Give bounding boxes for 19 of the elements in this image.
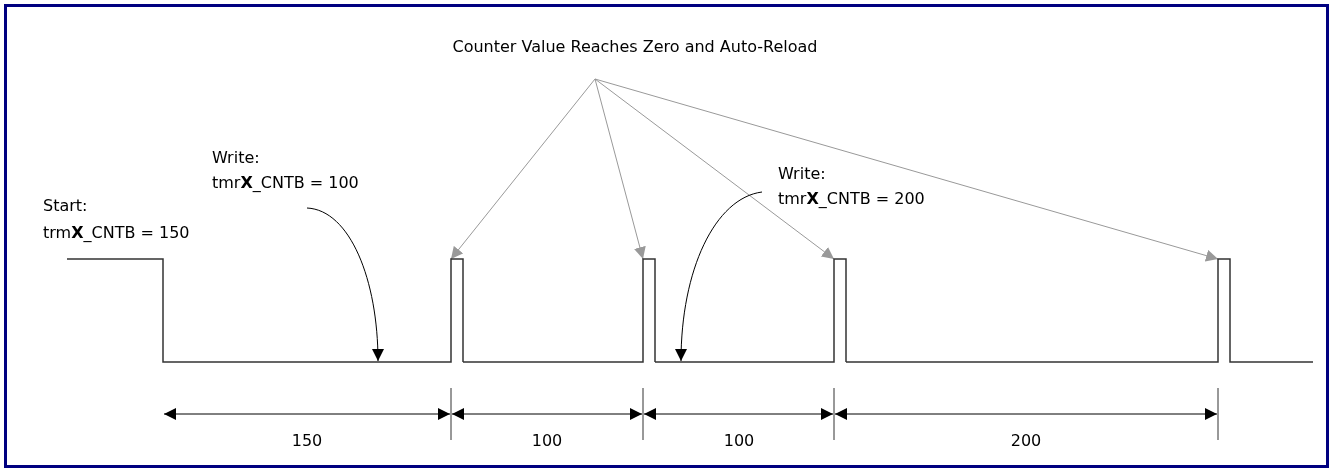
waveform-segment xyxy=(67,259,463,362)
annotation-text: Start: xyxy=(43,195,88,217)
curved-arrow xyxy=(306,207,384,362)
leader-arrow xyxy=(594,78,646,260)
dimension-value: 150 xyxy=(291,430,323,452)
waveform-segment xyxy=(463,259,655,362)
annotation-text: Write: tmrX_CNTB = 200 xyxy=(762,161,952,213)
curved-arrow xyxy=(675,191,763,362)
annotation-text: Counter Value Reaches Zero and Auto-Reload xyxy=(420,34,850,79)
waveform-segment xyxy=(655,259,846,362)
dimension-value: 200 xyxy=(1010,430,1042,452)
dimension-value: 100 xyxy=(531,430,563,452)
leader-arrow xyxy=(594,78,1219,262)
annotation-text: Write: tmrX_CNTB = 100 xyxy=(212,145,387,208)
leader-arrow xyxy=(594,78,835,260)
annotation-text: trmX_CNTB = 150 xyxy=(43,222,190,244)
dimension-value: 100 xyxy=(723,430,755,452)
waveform-segment xyxy=(846,259,1313,362)
leader-arrow xyxy=(450,78,596,260)
